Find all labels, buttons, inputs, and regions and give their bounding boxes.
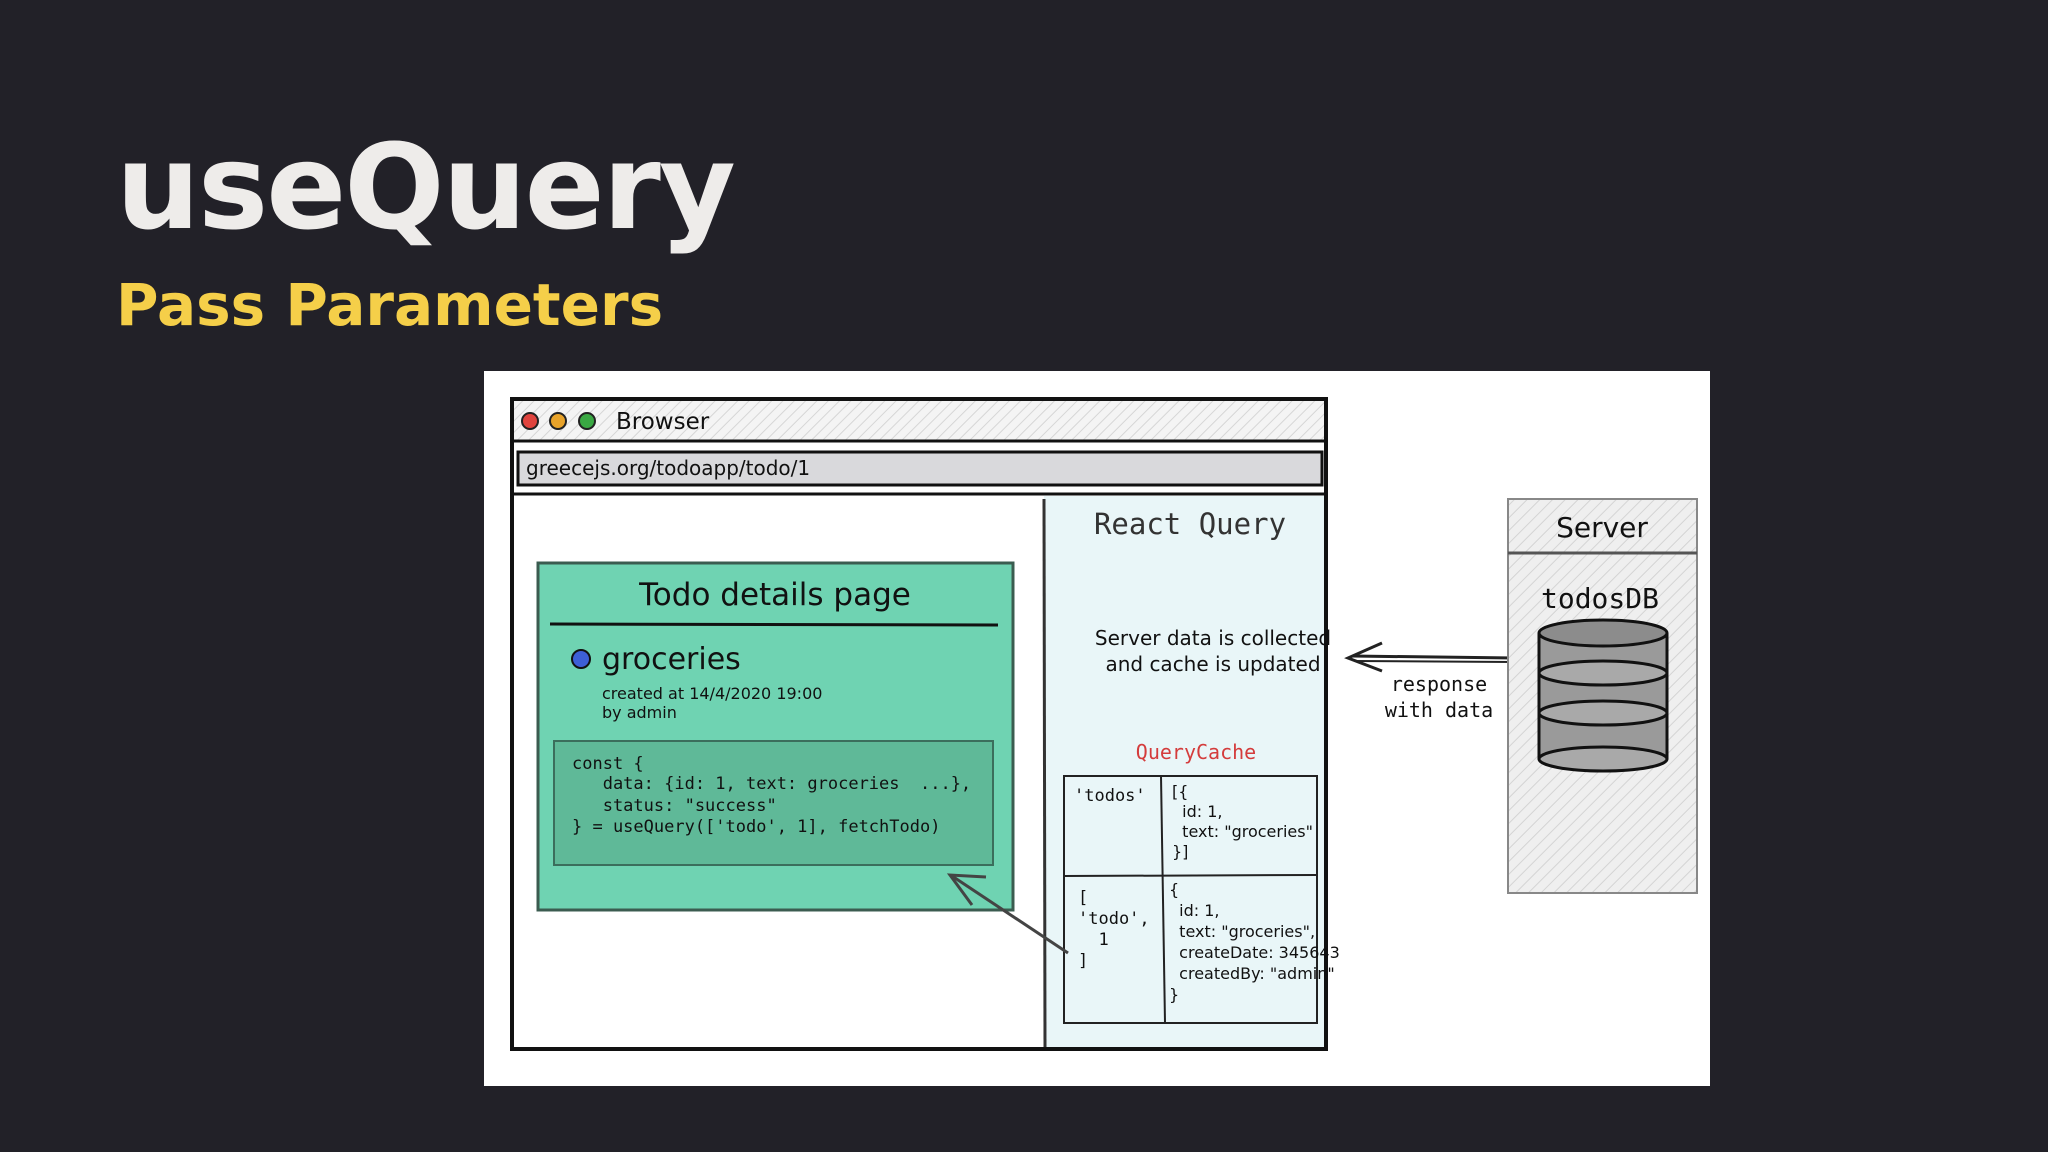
slide-title: useQuery [116, 118, 736, 256]
cache-value-line: }] [1172, 842, 1188, 861]
close-dot-icon [521, 412, 539, 430]
cache-value-line: text: "groceries", [1169, 922, 1315, 941]
cache-value-line: createdBy: "admin" [1169, 964, 1335, 983]
code-box [553, 740, 994, 866]
code-line: status: "success" [572, 796, 777, 816]
todo-card-heading: Todo details page [638, 577, 911, 613]
response-label-line: with data [1385, 698, 1493, 722]
response-label-line: response [1391, 672, 1487, 696]
cache-key-line: ] [1078, 951, 1088, 971]
browser-titlebar [514, 401, 1324, 441]
react-query-title: React Query [1094, 507, 1286, 541]
code-line: } = useQuery(['todo', 1], fetchTodo) [572, 817, 940, 837]
cache-value-line: text: "groceries" [1172, 822, 1313, 841]
cache-key-line: [ [1078, 888, 1088, 908]
cache-value-line: id: 1, [1172, 802, 1223, 821]
todo-details-card: Todo details page groceries created at 1… [536, 561, 1015, 912]
query-cache-title: QueryCache [1136, 740, 1256, 764]
cache-value-line: createDate: 345643 [1169, 943, 1340, 962]
server-box: Server todosDB [1507, 498, 1698, 894]
address-bar-url: greecejs.org/todoapp/todo/1 [526, 456, 810, 480]
minimize-dot-icon [549, 412, 567, 430]
react-query-note-line: Server data is collected [1095, 626, 1331, 650]
status-bullet-icon [571, 649, 591, 669]
server-title: Server [1556, 511, 1648, 544]
slide-subtitle: Pass Parameters [116, 271, 664, 339]
cache-value-line: { [1169, 880, 1179, 899]
cache-value-line: id: 1, [1169, 901, 1220, 920]
address-bar[interactable] [516, 450, 1324, 487]
maximize-dot-icon [578, 412, 596, 430]
cache-key-line: 'todo', [1078, 909, 1150, 929]
database-icon [1537, 618, 1669, 773]
diagram-figure: Browser greecejs.org/todoapp/todo/1 Todo… [484, 371, 1710, 1086]
cache-to-page-arrow [946, 873, 1069, 955]
cache-value-line: [{ [1172, 782, 1188, 801]
diagram-svg: Browser greecejs.org/todoapp/todo/1 Todo… [510, 397, 1698, 1051]
browser-title: Browser [616, 409, 710, 435]
todo-item-meta-created: created at 14/4/2020 19:00 [602, 684, 822, 703]
db-label: todosDB [1541, 582, 1659, 615]
todo-item-title: groceries [602, 642, 741, 677]
response-arrow [1344, 641, 1515, 673]
cache-key-line: 1 [1078, 930, 1109, 950]
react-query-note-line: and cache is updated [1105, 652, 1320, 676]
cache-key-todos: 'todos' [1074, 786, 1146, 806]
code-line: data: {id: 1, text: groceries ...}, [572, 774, 971, 794]
cache-value-line: } [1169, 985, 1179, 1004]
code-line: const { [572, 754, 644, 774]
query-cache-table [1063, 775, 1318, 1024]
todo-item-meta-author: by admin [602, 703, 677, 722]
react-query-panel: React Query Server data is collected and… [1042, 496, 1340, 1048]
